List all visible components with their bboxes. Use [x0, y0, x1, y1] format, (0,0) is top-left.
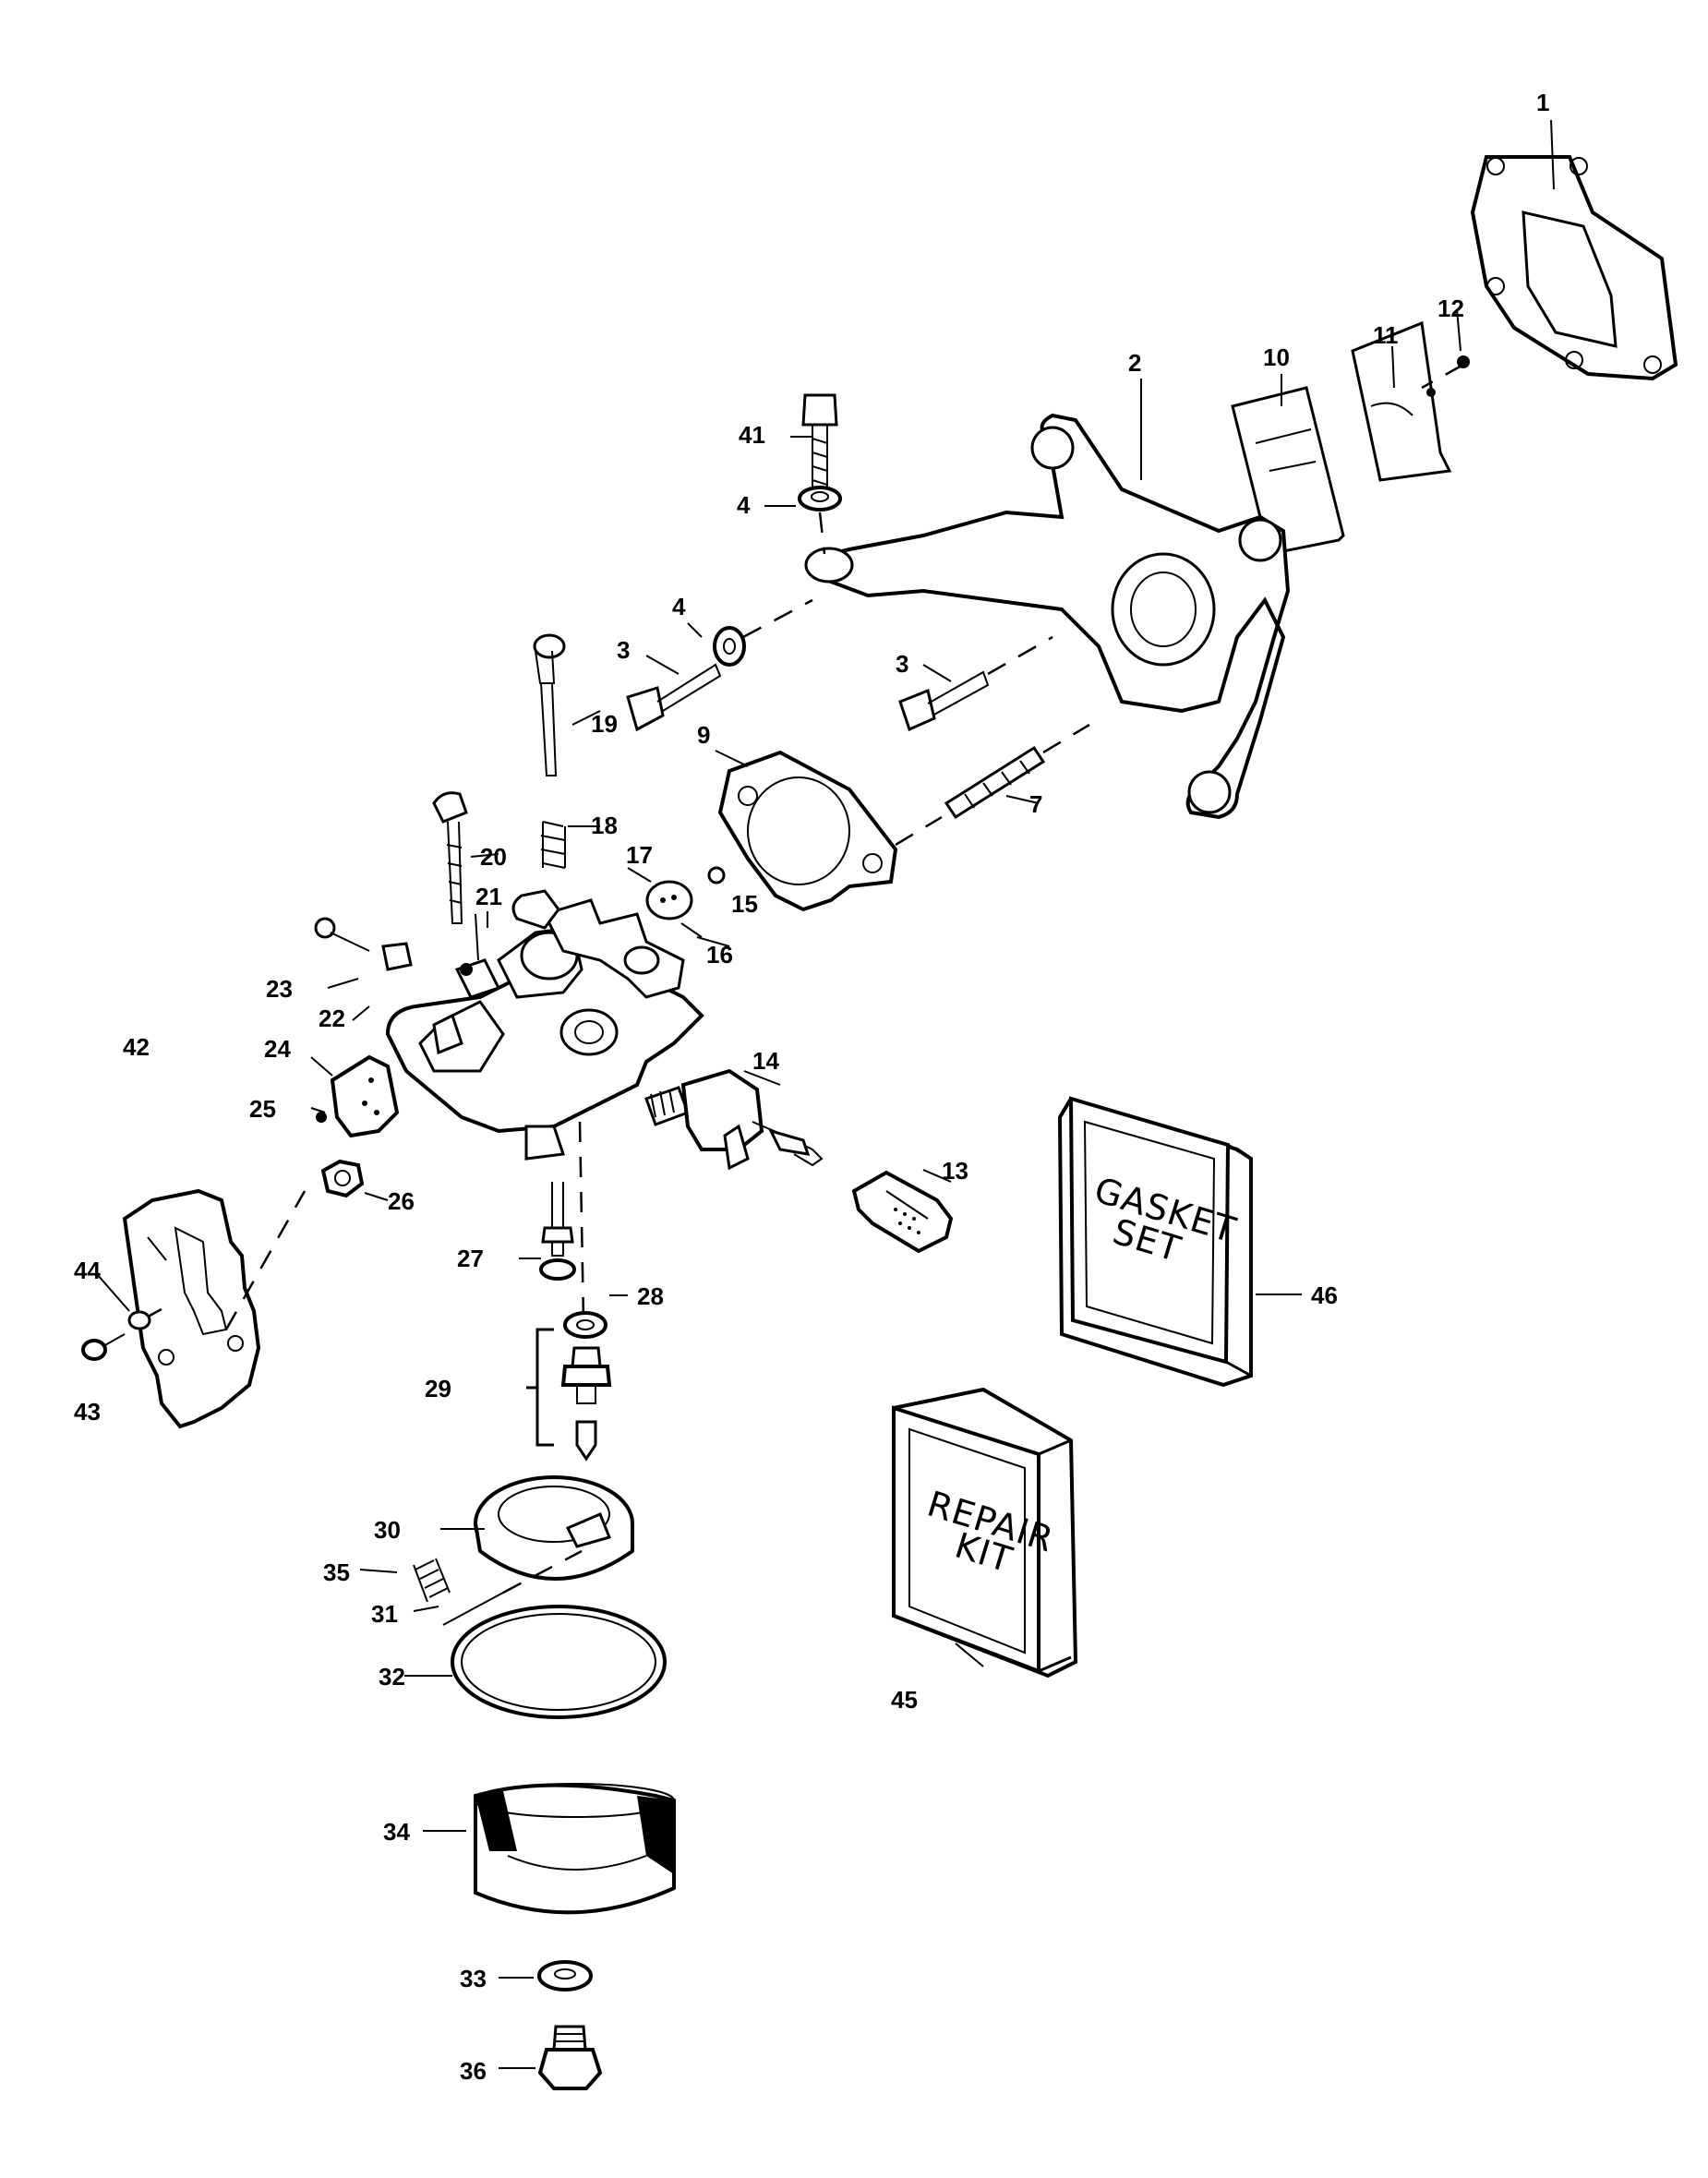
callout-36: 36: [460, 2057, 487, 2085]
callout-3-right: 3: [896, 650, 908, 678]
callout-10: 10: [1263, 343, 1290, 371]
part-21-pin: [475, 913, 479, 961]
part-1-gasket: [1470, 155, 1678, 381]
callout-19: 19: [591, 710, 618, 738]
part-14-needle-valve: [644, 1068, 824, 1171]
part-11-reed-stop: [1351, 320, 1452, 482]
part-18-spring: [540, 821, 566, 869]
part-27-main-jet: [539, 1182, 576, 1281]
part-45-repair-kit-box: REPAIR KIT: [892, 1387, 1078, 1679]
part-34-float-bowl: [474, 1783, 676, 1915]
part-4-lockwasher-top: [798, 486, 842, 511]
part-7-stud: [944, 745, 1046, 820]
part-36-drain-plug: [537, 2025, 603, 2090]
callout-1: 1: [1536, 89, 1549, 116]
callout-29: 29: [425, 1375, 451, 1402]
callout-numbers: 1 2 11 10 12 41 4 4 3 3 7 9 19 18 20 17 …: [74, 89, 1549, 2085]
part-43-screw: [81, 1333, 126, 1361]
part-2-intake-manifold: [804, 413, 1291, 820]
callout-12: 12: [1437, 295, 1464, 322]
callout-13: 13: [942, 1157, 968, 1185]
callout-20: 20: [480, 843, 507, 871]
part-29-needle-seat: [560, 1346, 612, 1462]
part-10-reed-plate: [1231, 386, 1345, 556]
callout-26: 26: [388, 1187, 415, 1215]
callout-14: 14: [752, 1047, 779, 1075]
part-42-bracket: [122, 1188, 261, 1429]
part-25-screw: [316, 1112, 327, 1123]
part-23-screw: [314, 917, 370, 952]
part-3-bolt-left: [626, 663, 722, 732]
part-9-gasket: [717, 750, 898, 912]
callout-15: 15: [731, 890, 758, 918]
callout-3-left: 3: [617, 636, 630, 664]
callout-41: 41: [739, 421, 765, 449]
part-33-washer: [537, 1960, 593, 1991]
callout-23: 23: [266, 975, 293, 1003]
part-15-screw: [707, 866, 726, 884]
callout-32: 32: [379, 1663, 405, 1691]
part-24-cover-plate: [330, 1054, 400, 1138]
callout-33: 33: [460, 1965, 487, 1992]
callout-9: 9: [697, 721, 710, 749]
callout-21: 21: [475, 883, 502, 910]
part-19-throttle-shaft: [533, 633, 566, 776]
part-22-spring: [381, 942, 413, 971]
part-46-gasket-set-box: GASKET SET: [1057, 1096, 1253, 1388]
callout-43: 43: [74, 1398, 101, 1426]
callout-24: 24: [264, 1035, 291, 1063]
part-32-bowl-gasket: [451, 1605, 667, 1719]
callout-2: 2: [1128, 349, 1141, 377]
callout-16: 16: [706, 941, 733, 969]
callout-44: 44: [74, 1257, 101, 1284]
part-4-lockwasher-middle: [713, 626, 746, 667]
callout-31: 31: [371, 1600, 398, 1628]
callout-35: 35: [323, 1558, 350, 1586]
part-44-washer: [127, 1310, 151, 1330]
callout-30: 30: [374, 1516, 401, 1544]
callout-45: 45: [891, 1686, 918, 1714]
leader-lines: [96, 119, 1555, 2069]
part-13-filter: [851, 1170, 954, 1254]
callout-7: 7: [1029, 790, 1042, 818]
callout-42: 42: [123, 1033, 150, 1061]
callout-28: 28: [637, 1282, 664, 1310]
callout-25: 25: [249, 1095, 276, 1123]
callout-34: 34: [383, 1818, 410, 1846]
callout-18: 18: [591, 812, 618, 839]
part-3-bolt-right: [898, 670, 990, 732]
part-31-float-pin: [442, 1549, 583, 1626]
callout-27: 27: [457, 1245, 484, 1272]
carburetor-body: [385, 889, 704, 1161]
callout-11: 11: [1373, 321, 1399, 349]
callout-4-middle: 4: [672, 593, 686, 620]
part-16-choke-plate: [645, 880, 693, 921]
part-30-float: [474, 1475, 634, 1581]
part-12-screw: [1421, 355, 1470, 390]
callout-17: 17: [626, 841, 653, 869]
part-20-choke-shaft: [432, 791, 468, 924]
part-26-nut: [320, 1159, 365, 1198]
callout-4-top: 4: [737, 491, 751, 519]
part-28-washer: [563, 1311, 607, 1339]
callout-46: 46: [1311, 1282, 1338, 1309]
part-35-spring: [413, 1558, 451, 1603]
callout-22: 22: [319, 1005, 345, 1032]
